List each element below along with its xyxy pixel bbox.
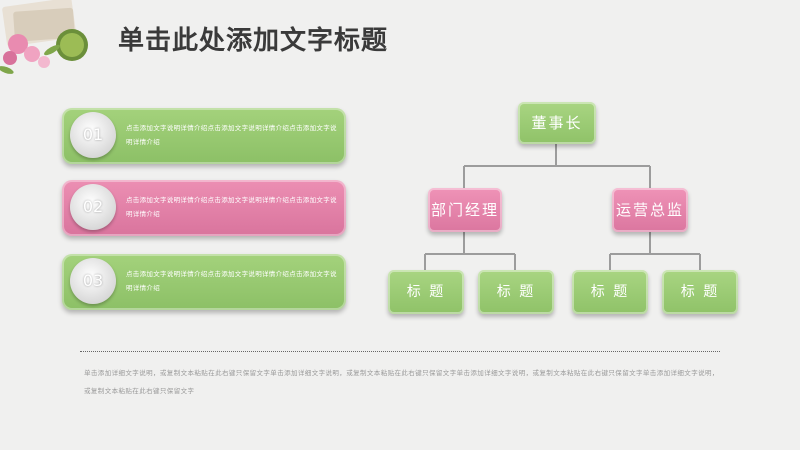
- item-number-badge: 03: [70, 258, 116, 304]
- item-description: 点击添加文字说明详情介绍点击添加文字说明详情介绍点击添加文字说明详情介绍: [126, 124, 337, 146]
- org-node-chairman[interactable]: 董事长: [518, 102, 596, 144]
- org-node-operations-director[interactable]: 运营总监: [612, 188, 688, 232]
- item-description: 点击添加文字说明详情介绍点击添加文字说明详情介绍点击添加文字说明详情介绍: [126, 196, 337, 218]
- list-item[interactable]: 03 点击添加文字说明详情介绍点击添加文字说明详情介绍点击添加文字说明详情介绍: [62, 254, 346, 310]
- item-description: 点击添加文字说明详情介绍点击添加文字说明详情介绍点击添加文字说明详情介绍: [126, 270, 337, 292]
- list-item[interactable]: 02 点击添加文字说明详情介绍点击添加文字说明详情介绍点击添加文字说明详情介绍: [62, 180, 346, 236]
- org-node-title-2[interactable]: 标 题: [478, 270, 554, 314]
- org-node-title-3[interactable]: 标 题: [572, 270, 648, 314]
- item-number-badge: 02: [70, 184, 116, 230]
- footer-description: 单击添加详细文字说明，或复制文本粘贴在此右键只保留文字单击添加详细文字说明，或复…: [84, 369, 719, 395]
- floral-corner-decoration: [0, 0, 88, 74]
- org-node-department-manager[interactable]: 部门经理: [428, 188, 502, 232]
- org-node-title-1[interactable]: 标 题: [388, 270, 464, 314]
- page-title: 单击此处添加文字标题: [118, 26, 389, 56]
- item-number-badge: 01: [70, 112, 116, 158]
- org-node-title-4[interactable]: 标 题: [662, 270, 738, 314]
- dotted-divider: [80, 351, 720, 352]
- list-item[interactable]: 01 点击添加文字说明详情介绍点击添加文字说明详情介绍点击添加文字说明详情介绍: [62, 108, 346, 164]
